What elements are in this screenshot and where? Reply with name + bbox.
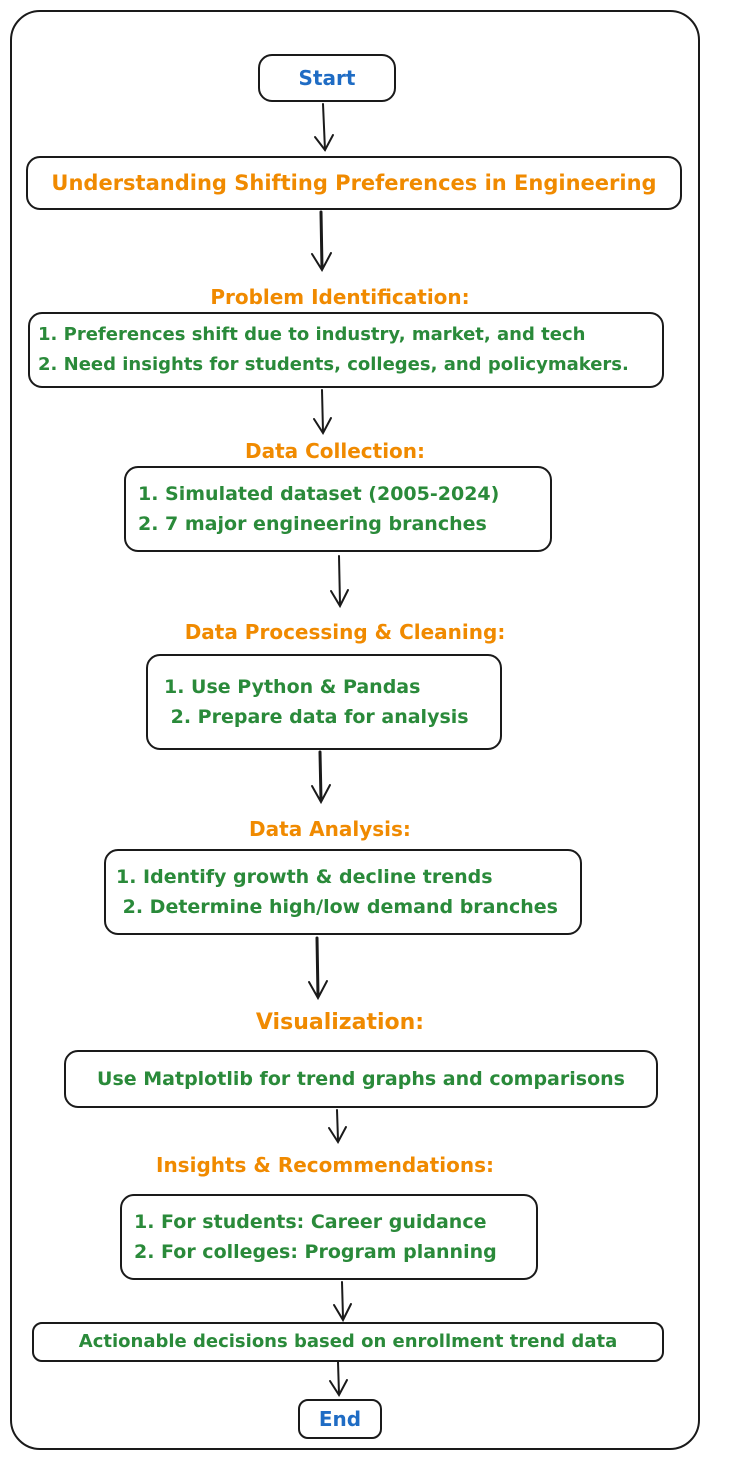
step-line: 1. For students: Career guidance: [134, 1211, 487, 1233]
final-box: Actionable decisions based on enrollment…: [32, 1322, 664, 1362]
arrow-analysis-to-visualization: [308, 936, 328, 1001]
start-node: Start: [258, 54, 396, 102]
diagram-frame: [10, 10, 700, 1450]
final-text: Actionable decisions based on enrollment…: [78, 1331, 618, 1352]
step-box-insights: 1. For students: Career guidance 2. For …: [120, 1194, 538, 1280]
step-line: 2. 7 major engineering branches: [138, 513, 487, 535]
step-box-problem-identification: 1. Preferences shift due to industry, ma…: [28, 312, 664, 388]
step-line: 1. Use Python & Pandas: [164, 676, 421, 698]
step-line: 2. For colleges: Program planning: [134, 1241, 497, 1263]
arrow-visualization-to-insights: [328, 1109, 347, 1144]
step-heading-visualization: Visualization:: [255, 1010, 425, 1035]
step-line: 2. Prepare data for analysis: [164, 706, 469, 728]
arrow-processing-to-analysis: [311, 750, 331, 805]
arrow-start-to-title: [314, 103, 334, 152]
step-line: 1. Identify growth & decline trends: [116, 866, 493, 888]
arrow-title-to-problem: [311, 210, 332, 273]
step-line: Use Matplotlib for trend graphs and comp…: [97, 1068, 625, 1090]
step-heading-insights: Insights & Recommendations:: [156, 1153, 494, 1177]
arrow-insights-to-final: [333, 1281, 352, 1323]
step-heading-data-processing: Data Processing & Cleaning:: [184, 620, 506, 644]
title-text: Understanding Shifting Preferences in En…: [51, 171, 657, 195]
step-box-data-processing: 1. Use Python & Pandas 2. Prepare data f…: [146, 654, 502, 750]
start-label: Start: [298, 66, 356, 90]
arrow-problem-to-collection: [313, 389, 332, 435]
step-line: 1. Preferences shift due to industry, ma…: [38, 324, 586, 345]
step-line: 2. Need insights for students, colleges,…: [38, 354, 629, 375]
step-box-visualization: Use Matplotlib for trend graphs and comp…: [64, 1050, 658, 1108]
end-node: End: [298, 1399, 382, 1439]
step-box-data-analysis: 1. Identify growth & decline trends 2. D…: [104, 849, 582, 935]
step-heading-data-collection: Data Collection:: [244, 439, 426, 463]
arrow-collection-to-processing: [330, 555, 349, 609]
step-box-data-collection: 1. Simulated dataset (2005-2024) 2. 7 ma…: [124, 466, 552, 552]
step-line: 2. Determine high/low demand branches: [116, 896, 558, 918]
end-label: End: [318, 1407, 362, 1431]
step-heading-data-analysis: Data Analysis:: [249, 817, 411, 841]
arrow-final-to-end: [329, 1361, 348, 1397]
step-line: 1. Simulated dataset (2005-2024): [138, 483, 500, 505]
title-box: Understanding Shifting Preferences in En…: [26, 156, 682, 210]
step-heading-problem-identification: Problem Identification:: [210, 285, 470, 309]
